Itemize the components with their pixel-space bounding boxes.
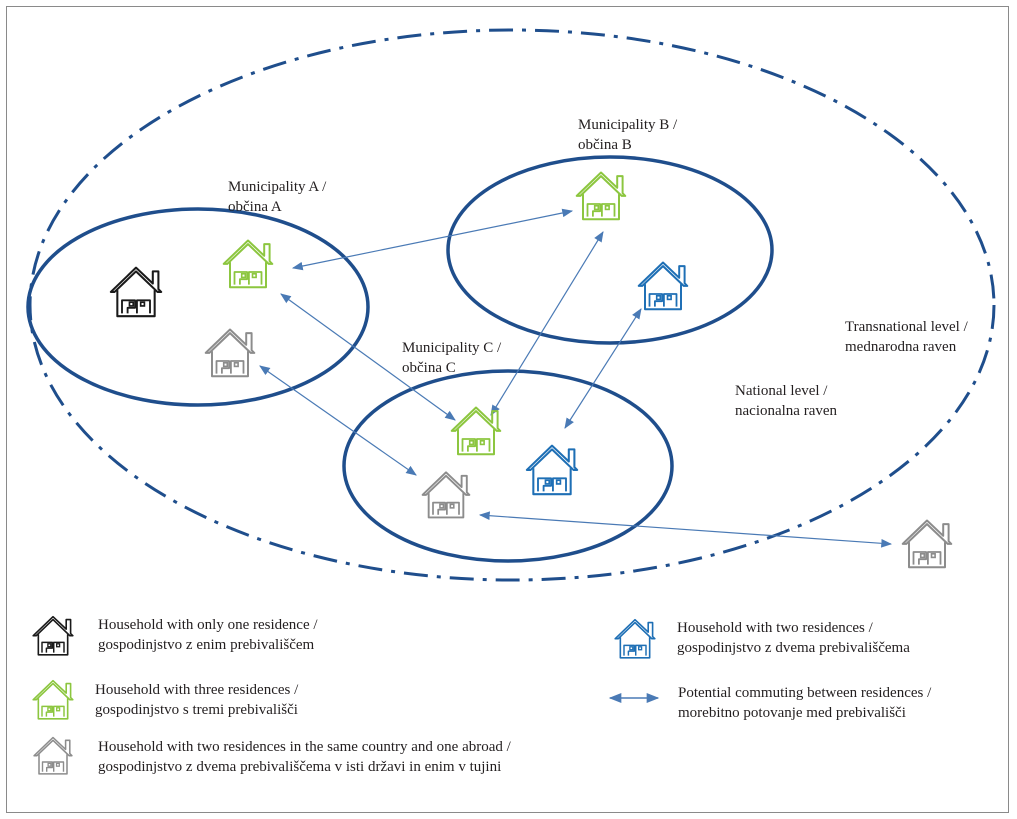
legend-abroad-line2: gospodinjstvo z dvema prebivališčema v i… (98, 759, 502, 775)
municipality-c-ellipse (342, 369, 674, 563)
legend-green-house-icon (32, 679, 74, 720)
legend-one-residence-line2: gospodinjstvo z enim prebivališčem (98, 637, 315, 653)
national-level-label-line1: National level / (735, 383, 828, 399)
legend-blue-house-icon (614, 618, 656, 659)
municipality-b-label-line2: občina B (578, 137, 632, 153)
legend-abroad-line1: Household with two residences in the sam… (98, 739, 511, 755)
house-blue-b-icon (637, 261, 689, 311)
legend-one-residence-line1: Household with only one residence / (98, 617, 318, 633)
municipality-a-label: Municipality A / občina A (228, 177, 326, 217)
legend-grey-house-icon (33, 736, 73, 775)
legend-one-residence: Household with only one residence / gosp… (98, 615, 318, 655)
house-grey-a-icon (204, 328, 256, 378)
municipality-a-label-line1: Municipality A / (228, 179, 327, 195)
transnational-level-label: Transnational level / mednarodna raven (845, 317, 968, 357)
national-level-label-line2: nacionalna raven (735, 403, 838, 419)
transnational-level-label-line1: Transnational level / (845, 319, 968, 335)
arrow-a-to-b (291, 208, 574, 271)
arrow-a-to-c-green (280, 293, 456, 421)
arrow-b-to-c-blue (564, 308, 642, 429)
legend-commuting-line1: Potential commuting between residences / (678, 685, 932, 701)
municipality-c-label-line1: Municipality C / (402, 340, 502, 356)
legend-three-residences: Household with three residences / gospod… (95, 680, 298, 720)
legend-three-residences-line1: Household with three residences / (95, 682, 299, 698)
transnational-boundary (28, 28, 996, 582)
municipality-c-label: Municipality C / občina C (402, 338, 501, 378)
legend-three-residences-line2: gospodinjstvo s tremi prebivališči (95, 702, 298, 718)
house-green-c-icon (450, 406, 502, 456)
arrow-a-to-c-grey (259, 365, 417, 476)
house-green-a-icon (222, 239, 274, 289)
house-black-a-icon (109, 266, 163, 318)
house-grey-c-icon (421, 471, 471, 519)
legend-abroad: Household with two residences in the sam… (98, 737, 511, 777)
municipality-c-label-line2: občina C (402, 360, 456, 376)
arrow-b-to-c-green (490, 231, 604, 416)
transnational-level-label-line2: mednarodna raven (845, 339, 957, 355)
legend-two-residences-line1: Household with two residences / (677, 620, 873, 636)
house-grey-abroad-icon (901, 519, 953, 569)
legend-two-residences: Household with two residences / gospodin… (677, 618, 910, 658)
legend-commuting: Potential commuting between residences /… (678, 683, 931, 723)
legend-commuting-line2: morebitno potovanje med prebivališči (678, 705, 906, 721)
house-green-b-icon (575, 171, 627, 221)
municipality-a-ellipse (26, 207, 370, 407)
municipality-b-label: Municipality B / občina B (578, 115, 677, 155)
legend-black-house-icon (32, 615, 74, 656)
house-blue-c-icon (525, 444, 579, 496)
legend-two-residences-line2: gospodinjstvo z dvema prebivališčema (677, 640, 910, 656)
municipality-a-label-line2: občina A (228, 199, 282, 215)
national-level-label: National level / nacionalna raven (735, 381, 837, 421)
figure-frame (6, 6, 1009, 813)
municipality-b-label-line1: Municipality B / (578, 117, 678, 133)
arrow-c-to-abroad (478, 511, 893, 548)
